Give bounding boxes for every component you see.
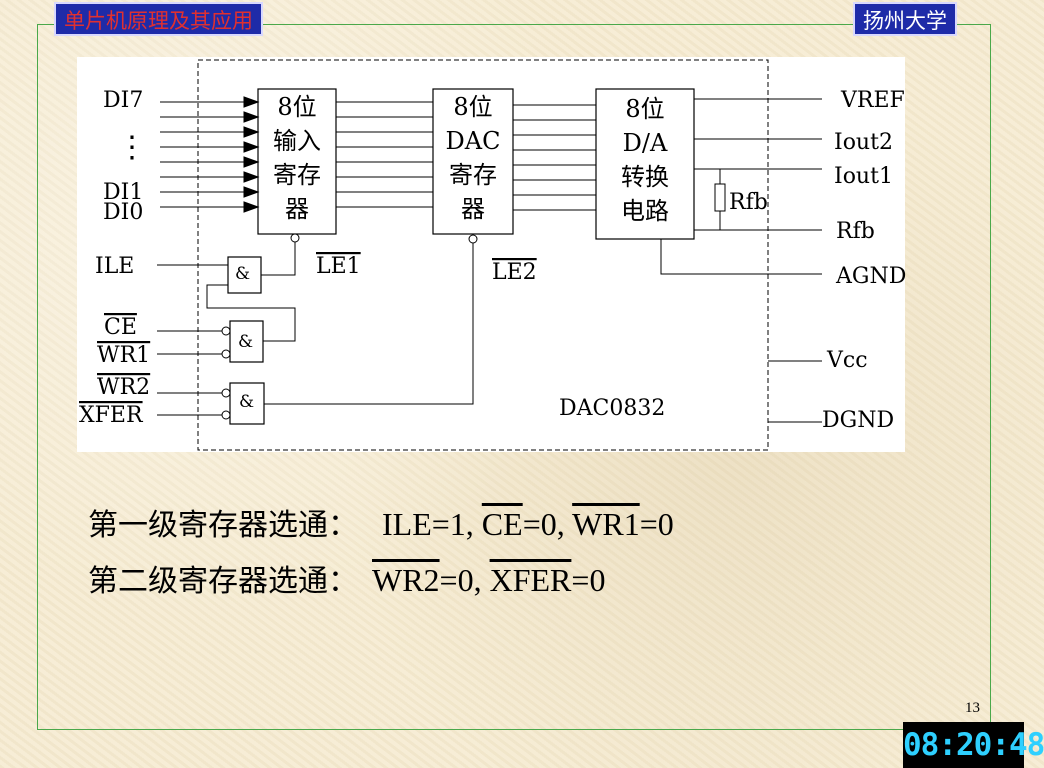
control-wiring xyxy=(157,233,478,416)
dac-register-line3: 寄存 xyxy=(449,161,497,189)
da-converter-line2: D/A xyxy=(623,129,668,157)
input-register-line2: 输入 xyxy=(273,127,321,155)
and-gate-3-inv-b xyxy=(221,410,231,420)
line2-signals: WR2=0, XFER=0 xyxy=(372,562,605,598)
label-ce: CE xyxy=(104,315,137,340)
dac-bus-lines xyxy=(513,104,596,211)
page-number: 13 xyxy=(965,700,980,716)
and-gate-3-inv-a xyxy=(221,388,231,398)
dac0832-block-diagram: 8位 输入 寄存 器 8位 DAC 寄存 器 8位 D/A 转换 电路 xyxy=(77,57,906,452)
sig-xfer: XFER xyxy=(489,562,572,598)
label-wr1: WR1 xyxy=(97,343,150,368)
input-register-line3: 寄存 xyxy=(273,161,321,189)
description-line-1: 第一级寄存器选通： ILE=1, CE=0, WR1=0 xyxy=(88,500,674,544)
sig-ce: CE xyxy=(481,506,523,542)
course-title-tag: 单片机原理及其应用 xyxy=(54,2,263,36)
register-bus-lines xyxy=(336,101,433,208)
chip-name: DAC0832 xyxy=(559,396,665,421)
sig-ce-value: =0, xyxy=(522,506,565,542)
clock-display: 08:20:48 xyxy=(903,722,1044,768)
da-converter-line3: 转换 xyxy=(621,163,669,191)
label-le1: LE1 xyxy=(316,254,361,279)
label-dgnd: DGND xyxy=(822,408,894,433)
frame-right-line xyxy=(990,24,991,729)
label-le2: LE2 xyxy=(492,260,537,285)
label-rfb-resistor: Rfb xyxy=(729,190,768,215)
label-xfer: XFER xyxy=(79,403,144,428)
university-tag: 扬州大学 xyxy=(853,2,957,36)
description-line-2: 第二级寄存器选通： WR2=0, XFER=0 xyxy=(88,556,605,600)
dac-register-line2: DAC xyxy=(446,127,501,155)
label-ile: ILE xyxy=(95,254,134,279)
label-iout2: Iout2 xyxy=(834,130,893,155)
line1-signals: ILE=1, CE=0, WR1=0 xyxy=(382,506,674,542)
frame-left-line xyxy=(37,24,38,729)
output-wiring xyxy=(660,98,822,423)
label-di7: DI7 xyxy=(103,88,143,113)
and-gate-2-inv-a xyxy=(221,326,231,336)
da-converter-block xyxy=(595,88,695,240)
label-vcc: Vcc xyxy=(826,348,868,373)
input-register-line4: 器 xyxy=(285,195,309,223)
label-rfb: Rfb xyxy=(836,219,875,244)
frame-bottom-line xyxy=(37,729,990,730)
dac-register-line1: 8位 xyxy=(453,93,492,121)
and-gate-2 xyxy=(229,320,264,363)
sig-ile: ILE=1, xyxy=(382,506,474,542)
da-converter-line4: 电路 xyxy=(621,197,669,225)
dac-register-block xyxy=(432,88,514,235)
da-converter-line1: 8位 xyxy=(625,95,664,123)
line1-label: 第一级寄存器选通： xyxy=(88,508,358,543)
data-input-lines xyxy=(160,96,260,213)
chip-boundary xyxy=(197,59,769,451)
and-gate-2-symbol: & xyxy=(238,332,253,352)
sig-xfer-value: =0 xyxy=(571,562,606,598)
sig-wr2-value: =0, xyxy=(439,562,482,598)
sig-wr2: WR2 xyxy=(372,562,440,598)
label-dots: ⋮ xyxy=(117,130,147,165)
and-gate-2-inv-b xyxy=(221,349,231,359)
frame-top-line xyxy=(37,24,990,25)
and-gate-1-symbol: & xyxy=(235,264,250,284)
and-gate-3 xyxy=(229,382,265,425)
input-register-line1: 8位 xyxy=(277,93,316,121)
line2-label: 第二级寄存器选通： xyxy=(88,564,358,599)
and-gate-3-symbol: & xyxy=(239,392,254,412)
dac-register-line4: 器 xyxy=(461,195,485,223)
input-register-block xyxy=(257,88,337,235)
label-di1: DI1 xyxy=(103,180,143,205)
sig-wr1-value: =0 xyxy=(639,506,674,542)
label-agnd: AGND xyxy=(835,264,906,289)
label-di0: DI0 xyxy=(103,200,143,225)
label-vref: VREF xyxy=(840,88,905,113)
label-wr2: WR2 xyxy=(97,375,150,400)
sig-wr1: WR1 xyxy=(572,506,640,542)
label-iout1: Iout1 xyxy=(834,164,893,189)
